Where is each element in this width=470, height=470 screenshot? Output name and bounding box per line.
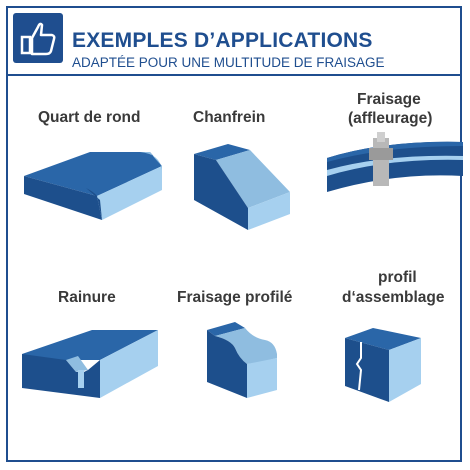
label-fraisage-profile: Fraisage profilé <box>177 289 293 306</box>
chanfrein-illustration <box>194 144 290 230</box>
label-rainure: Rainure <box>58 289 116 306</box>
rainure-illustration <box>22 330 158 398</box>
header-divider <box>6 74 462 76</box>
profil-assemblage-illustration <box>345 328 421 402</box>
page-subtitle: ADAPTÉE POUR UNE MULTITUDE DE FRAISAGE <box>72 55 385 70</box>
label-fraisage-line1: Fraisage <box>357 91 421 108</box>
thumbs-up-badge <box>13 13 63 63</box>
label-quart-de-rond: Quart de rond <box>38 109 141 126</box>
page-title: EXEMPLES D’APPLICATIONS <box>72 29 373 52</box>
fraisage-affleurage-illustration <box>327 132 463 192</box>
label-chanfrein: Chanfrein <box>193 109 266 126</box>
fraisage-profile-illustration <box>207 322 277 398</box>
label-fraisage-line2: (affleurage) <box>348 110 433 127</box>
quart-de-rond-illustration <box>24 152 162 220</box>
label-profil-line1: profil <box>378 269 417 286</box>
label-profil-line2: d‘assemblage <box>342 289 445 306</box>
thumbs-up-icon <box>20 22 56 56</box>
